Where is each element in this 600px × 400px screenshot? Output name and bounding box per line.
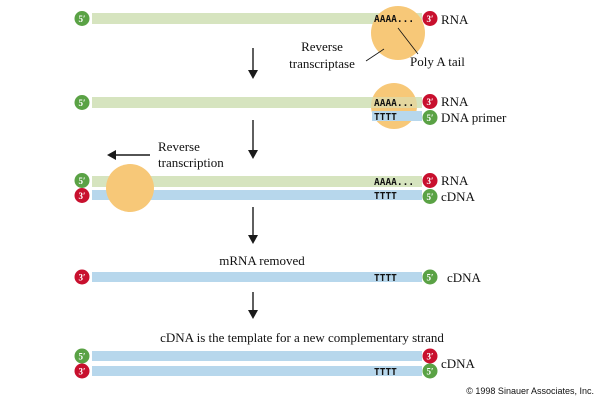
cdna-strand <box>92 272 422 282</box>
rna-label: RNA <box>441 173 469 188</box>
three-prime-label: 3′ <box>426 14 433 24</box>
reverse-transcriptase-enzyme <box>106 164 154 212</box>
five-prime-label: 5′ <box>426 192 433 202</box>
five-prime-end-marker <box>422 269 438 285</box>
step-arrow-2 <box>248 120 258 159</box>
stage-4: mRNA removed TTTT 3′ 5′ cDNA <box>74 253 482 285</box>
rna-strand <box>92 13 422 24</box>
poly-a-sequence: AAAA... <box>374 177 414 188</box>
template-note-label: cDNA is the template for a new complemen… <box>160 330 444 345</box>
three-prime-label: 3′ <box>426 352 433 362</box>
poly-t-sequence: TTTT <box>374 367 397 378</box>
step-arrow-1 <box>248 48 258 79</box>
poly-a-sequence: AAAA... <box>374 14 414 25</box>
rna-strand <box>92 97 422 108</box>
five-prime-label: 5′ <box>78 176 85 186</box>
three-prime-label: 3′ <box>426 176 433 186</box>
step-arrow-4 <box>248 292 258 319</box>
cdna-strand <box>92 366 422 376</box>
five-prime-end-marker <box>422 110 438 125</box>
three-prime-label: 3′ <box>78 191 85 201</box>
three-prime-end-marker <box>74 188 90 203</box>
three-prime-end-marker <box>422 348 438 364</box>
five-prime-end-marker <box>74 173 90 188</box>
five-prime-end-marker <box>422 363 438 379</box>
mrna-removed-label: mRNA removed <box>219 253 305 268</box>
poly-a-sequence: AAAA... <box>374 98 414 109</box>
rna-label: RNA <box>441 12 469 27</box>
reverse-transcriptase-pointer <box>365 48 385 62</box>
cdna-strand <box>92 190 422 200</box>
reverse-transcription-label-line2: transcription <box>158 155 224 170</box>
reverse-transcriptase-enzyme <box>371 6 425 60</box>
poly-a-tail-label: Poly A tail <box>410 54 465 69</box>
new-complementary-strand <box>92 351 422 361</box>
five-prime-label: 5′ <box>78 352 85 362</box>
five-prime-label: 5′ <box>426 367 433 377</box>
three-prime-label: 3′ <box>78 367 85 377</box>
rna-label: RNA <box>441 94 469 109</box>
five-prime-end-marker <box>422 189 438 204</box>
stage-2: AAAA... TTTT 5′ 3′ 5′ RNA DNA primer <box>74 83 507 129</box>
poly-t-sequence: TTTT <box>374 191 397 202</box>
three-prime-end-marker <box>422 173 438 188</box>
dna-primer-label: DNA primer <box>441 110 507 125</box>
poly-t-sequence: TTTT <box>374 112 397 123</box>
stage-1: AAAA... 5′ 3′ RNA Reverse transcriptase … <box>74 6 469 71</box>
three-prime-end-marker <box>422 94 438 109</box>
rna-strand-overlap <box>370 97 422 108</box>
poly-a-tail-pointer <box>397 27 419 55</box>
cdna-label: cDNA <box>441 189 476 204</box>
five-prime-end-marker <box>74 348 90 364</box>
reverse-transcriptase-label-line2: transcriptase <box>289 56 355 71</box>
five-prime-label: 5′ <box>426 273 433 283</box>
three-prime-end-marker <box>74 363 90 379</box>
cdna-label: cDNA <box>447 270 482 285</box>
copyright-notice: © 1998 Sinauer Associates, Inc. <box>466 386 594 396</box>
rna-strand <box>92 176 422 187</box>
three-prime-end-marker <box>422 11 438 26</box>
reverse-transcription-direction-arrow <box>107 150 150 160</box>
three-prime-label: 3′ <box>426 97 433 107</box>
five-prime-label: 5′ <box>426 113 433 123</box>
dna-primer-strand <box>372 111 422 121</box>
five-prime-label: 5′ <box>78 14 85 24</box>
five-prime-label: 5′ <box>78 98 85 108</box>
five-prime-end-marker <box>74 95 90 110</box>
reverse-transcriptase-label-line1: Reverse <box>301 39 343 54</box>
stage-5: cDNA is the template for a new complemen… <box>74 330 476 379</box>
stage-3: Reverse transcription AAAA... TTTT 5′ 3′… <box>74 139 476 212</box>
reverse-transcription-label-line1: Reverse <box>158 139 200 154</box>
five-prime-end-marker <box>74 11 90 26</box>
step-arrow-3 <box>248 207 258 244</box>
three-prime-end-marker <box>74 269 90 285</box>
cdna-label: cDNA <box>441 356 476 371</box>
three-prime-label: 3′ <box>78 273 85 283</box>
poly-t-sequence: TTTT <box>374 273 397 284</box>
